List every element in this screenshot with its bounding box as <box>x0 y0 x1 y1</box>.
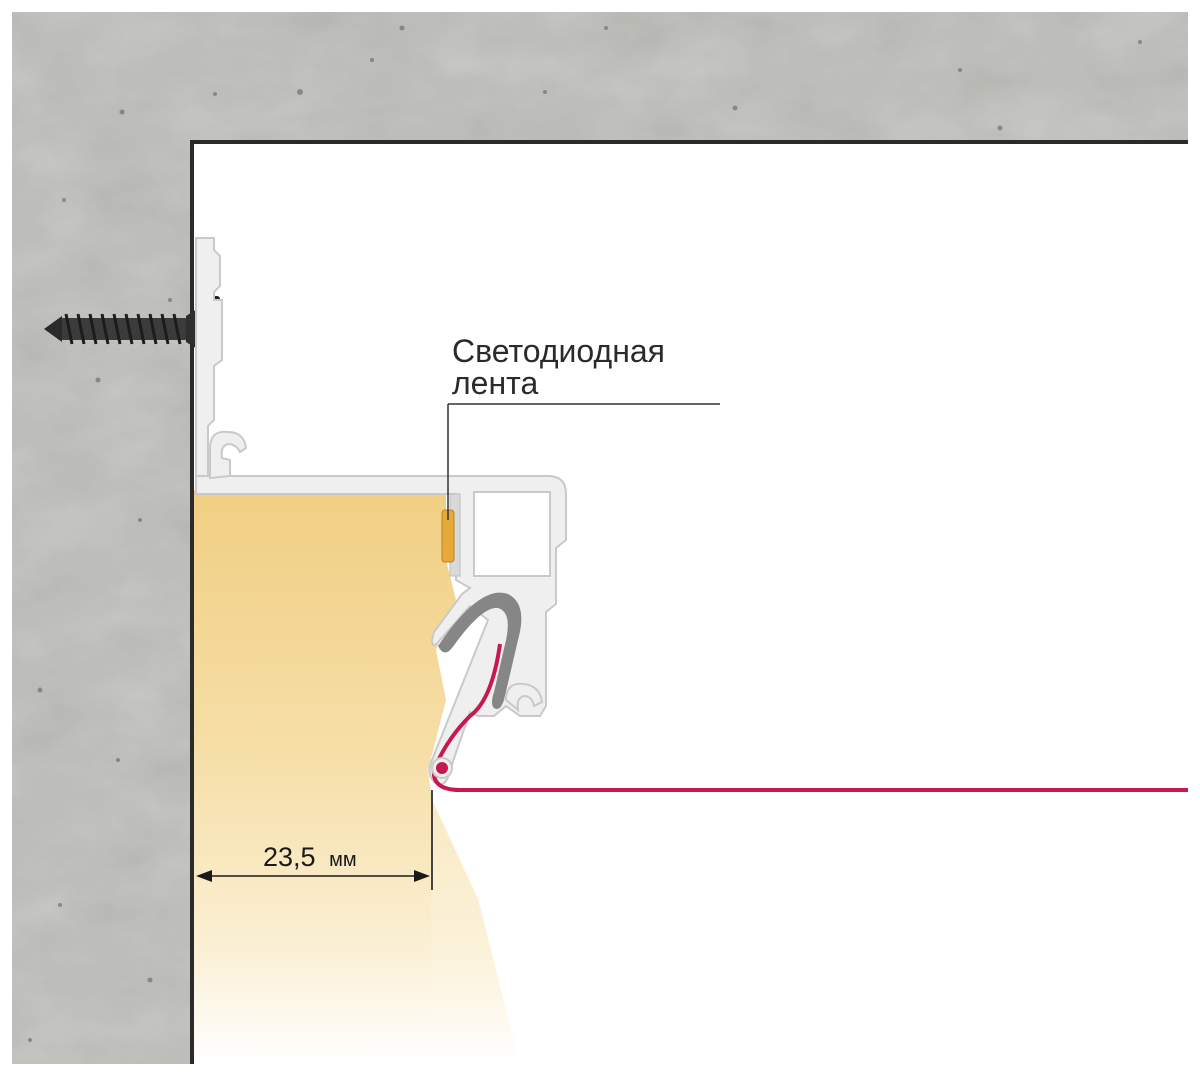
film-edge-dot <box>436 762 448 774</box>
profile-chamber <box>473 491 551 577</box>
dimension-label: 23,5 мм <box>263 842 357 872</box>
concrete-texture-wall <box>12 142 192 1064</box>
light-beam <box>430 800 520 1064</box>
dimension-unit: мм <box>329 849 357 871</box>
stretch-film <box>431 643 1188 792</box>
concrete-pores <box>28 25 1142 1042</box>
concrete-texture-ceiling <box>12 12 1188 142</box>
dimension-line <box>196 790 433 890</box>
concrete-structure <box>12 12 1188 1064</box>
dimension-value: 23,5 <box>263 842 316 872</box>
callout-line-2: лента <box>452 365 538 401</box>
harpoon-insert <box>438 592 522 709</box>
callout-leader <box>447 403 720 520</box>
profile-wall-flange <box>195 237 223 479</box>
profile-clip-right <box>504 682 544 713</box>
wall-outline <box>190 140 1188 1064</box>
profile-clip-left <box>209 430 248 480</box>
callout-label: Светодиодная лента <box>452 333 674 401</box>
callout-line-1: Светодиодная <box>452 333 665 369</box>
